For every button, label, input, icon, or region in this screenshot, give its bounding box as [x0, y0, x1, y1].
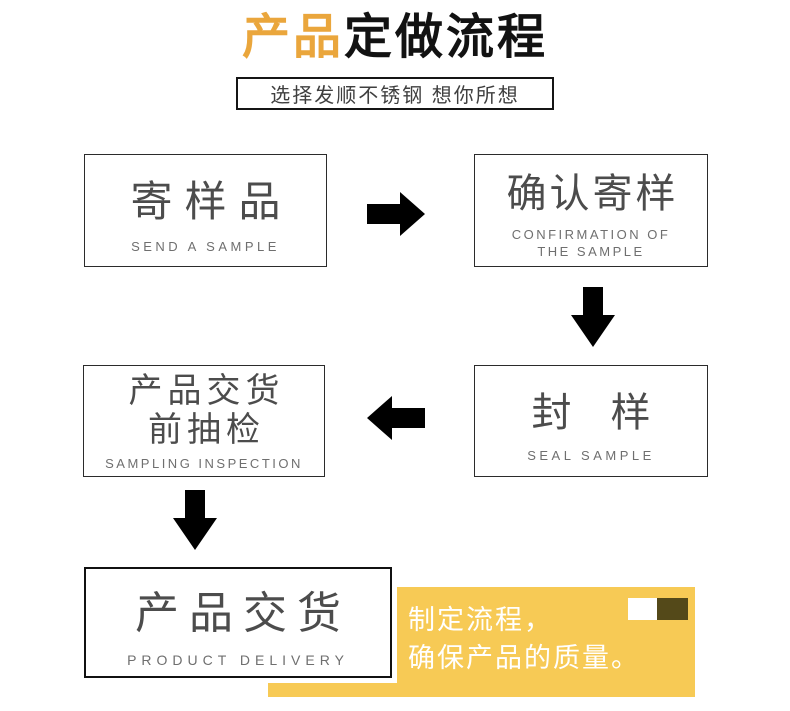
flow-box-product-delivery: 产品交货 PRODUCT DELIVERY — [84, 567, 392, 678]
callout-square-white — [628, 598, 657, 620]
callout-line2: 确保产品的质量。 — [408, 643, 640, 673]
callout-text: 制定流程， 确保产品的质量。 — [408, 601, 640, 677]
step-label-zh-line2: 前抽检 — [148, 410, 265, 449]
step-label-zh: 封 样 — [531, 390, 665, 435]
page-title-rest: 定做流程 — [344, 11, 549, 64]
step-label-zh: 寄样品 — [130, 177, 293, 225]
step-label-zh: 产品交货 前抽检 — [124, 372, 285, 450]
callout-square-dark — [657, 598, 688, 620]
step-label-en: SAMPLING INSPECTION — [105, 455, 303, 471]
flow-box-sampling-inspection: 产品交货 前抽检 SAMPLING INSPECTION — [83, 365, 325, 477]
flow-box-send-sample: 寄样品 SEND A SAMPLE — [84, 154, 327, 267]
arrow-right-icon — [367, 192, 425, 236]
arrow-down-icon — [571, 287, 615, 347]
step-label-zh: 确认寄样 — [506, 172, 679, 216]
subtitle-text: 选择发顺不锈钢 想你所想 — [270, 85, 520, 107]
page-title: 产品定做流程 — [0, 10, 790, 66]
step-label-en: SEND A SAMPLE — [131, 238, 280, 254]
page-title-highlight: 产品 — [241, 11, 344, 64]
step-label-zh-line1: 产品交货 — [128, 371, 285, 410]
step-label-en-line1: CONFIRMATION OF — [511, 227, 671, 242]
subtitle-box: 选择发顺不锈钢 想你所想 — [236, 77, 554, 110]
step-label-zh: 产品交货 — [135, 589, 351, 638]
flow-box-seal-sample: 封 样 SEAL SAMPLE — [474, 365, 708, 477]
arrow-left-icon — [367, 396, 425, 440]
step-label-en-line2: THE SAMPLE — [537, 244, 645, 259]
arrow-down-icon — [173, 490, 217, 550]
step-label-en: CONFIRMATION OF THE SAMPLE — [512, 226, 671, 260]
step-label-en: PRODUCT DELIVERY — [127, 652, 349, 668]
callout-line1: 制定流程， — [408, 605, 553, 635]
flow-box-confirmation-of-sample: 确认寄样 CONFIRMATION OF THE SAMPLE — [474, 154, 708, 267]
step-label-en: SEAL SAMPLE — [527, 447, 655, 463]
